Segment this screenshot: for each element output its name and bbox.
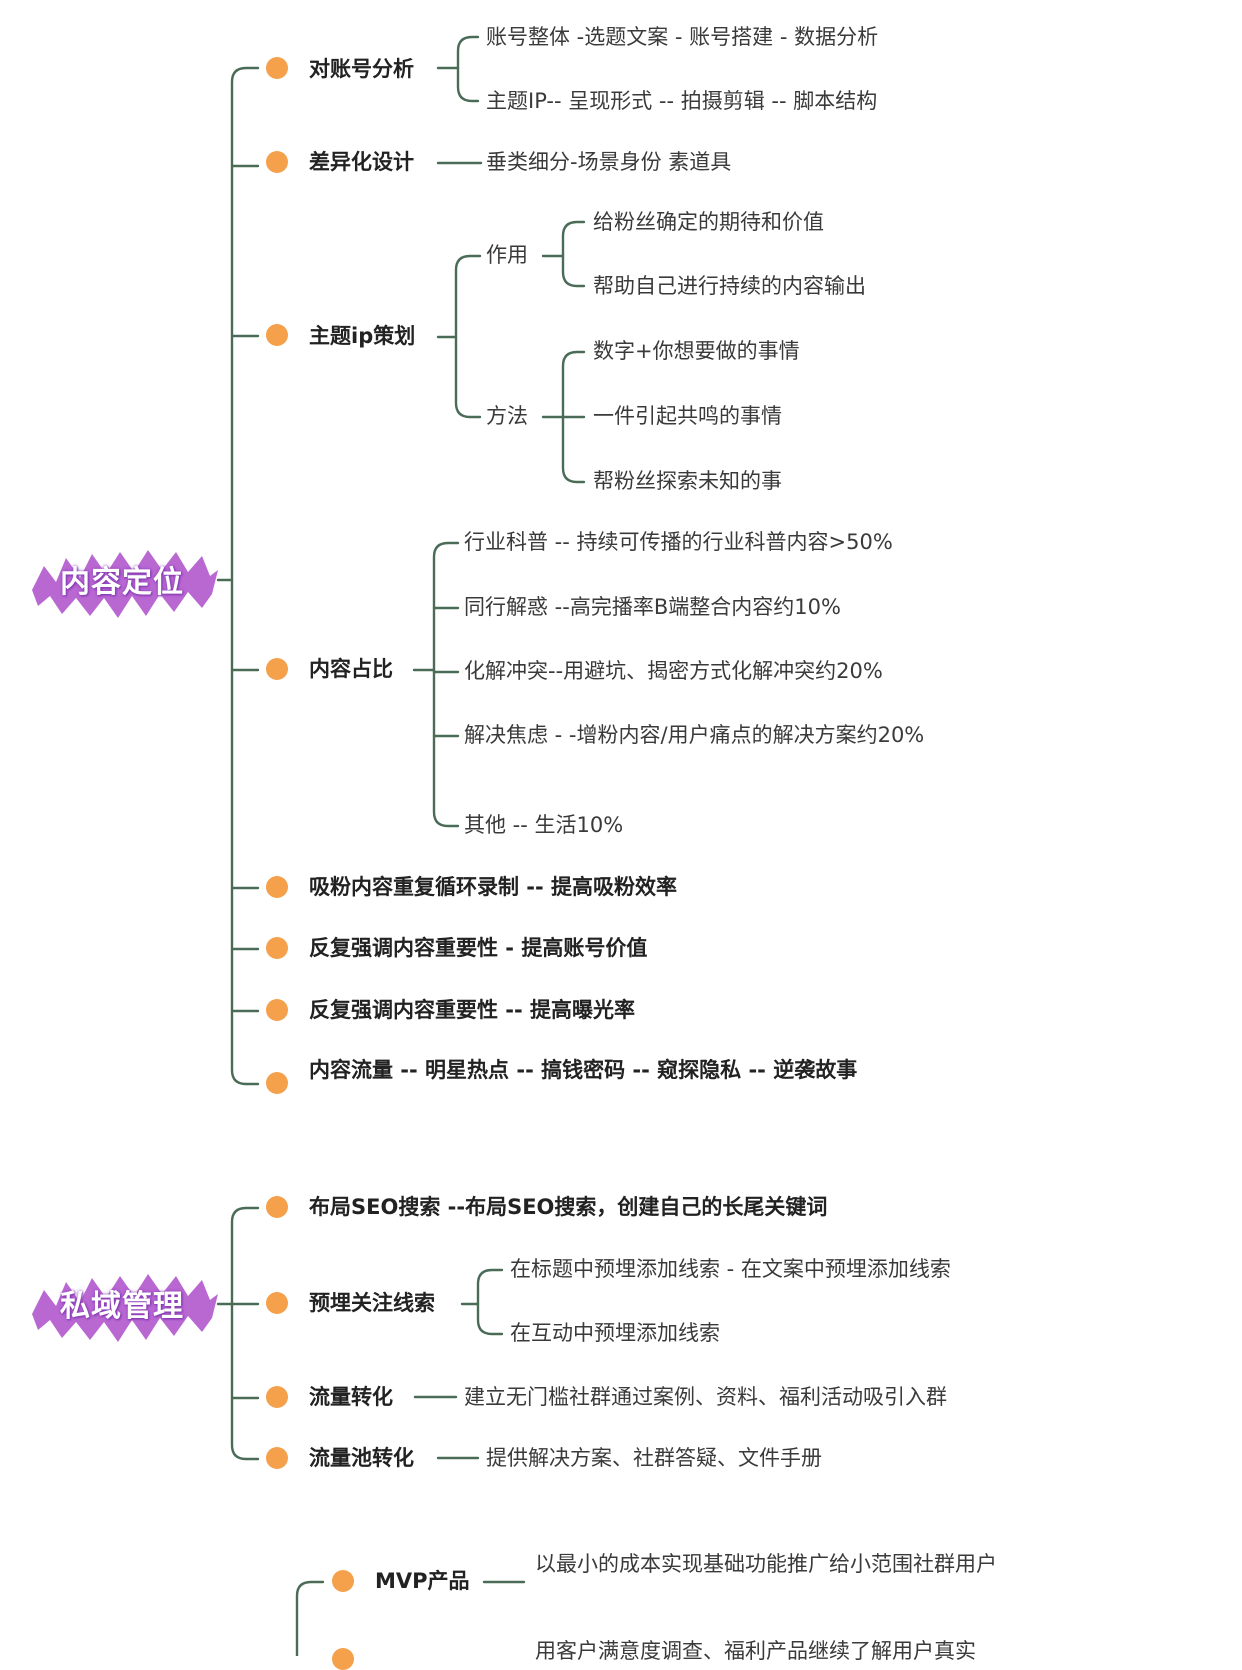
branch-pool-conversion: 流量池转化 [309,1446,414,1470]
branch-dot [266,999,288,1021]
branch-dot [266,1196,288,1218]
leaf-node: 主题IP-- 呈现形式 -- 拍摄剪辑 -- 脚本结构 [486,89,878,113]
branch-exposure: 反复强调内容重要性 -- 提高曝光率 [309,998,636,1022]
branch-mvp-product: MVP产品 [375,1569,470,1593]
leaf-node: 在互动中预埋添加线索 [510,1321,720,1345]
branch-dot [266,151,288,173]
section-title-text: 私域管理 [60,1289,184,1324]
branch-content-traffic: 内容流量 -- 明星热点 -- 搞钱密码 -- 窥探隐私 -- 逆袭故事 [309,1058,858,1082]
sub-branch-purpose: 作用 [486,243,528,267]
branch-dot [266,1072,288,1094]
branch-ip-planning: 主题ip策划 [309,324,416,348]
branch-traffic-conversion: 流量转化 [309,1385,393,1409]
leaf-node: 同行解惑 --高完播率B端整合内容约10% [464,595,841,619]
leaf-node: 在标题中预埋添加线索 - 在文案中预埋添加线索 [510,1257,951,1281]
leaf-node: 账号整体 -选题文案 - 账号搭建 - 数据分析 [486,25,879,49]
leaf-node: 化解冲突--用避坑、揭密方式化解冲突约20% [464,659,883,683]
leaf-node: 解决焦虑 - -增粉内容/用户痛点的解决方案约20% [464,723,925,747]
leaf-node: 一件引起共鸣的事情 [593,404,782,428]
leaf-node: 帮助自己进行持续的内容输出 [593,274,866,298]
branch-dot [332,1570,354,1592]
leaf-node: 提供解决方案、社群答疑、文件手册 [486,1446,822,1470]
section-title-private-domain: 私域管理 [22,1260,222,1346]
branch-dot [266,324,288,346]
leaf-node: 数字+你想要做的事情 [593,339,800,363]
leaf-node: 以最小的成本实现基础功能推广给小范围社群用户 [535,1552,997,1576]
branch-differentiation: 差异化设计 [309,150,414,174]
leaf-node: 建立无门槛社群通过案例、资料、福利活动吸引入群 [464,1385,947,1409]
section-title-content-positioning: 内容定位 [22,536,222,622]
branch-content-ratio: 内容占比 [309,657,393,681]
branch-dot [266,57,288,79]
section-title-text: 内容定位 [60,565,184,600]
leaf-node: 帮粉丝探索未知的事 [593,469,782,493]
branch-dot [266,1447,288,1469]
leaf-node: 行业科普 -- 持续可传播的行业科普内容>50% [464,530,893,554]
leaf-node: 垂类细分-场景身份 素道具 [486,150,732,174]
branch-dot [266,937,288,959]
sub-branch-method: 方法 [486,404,528,428]
branch-fan-content: 吸粉内容重复循环录制 -- 提高吸粉效率 [309,875,678,899]
branch-account-value: 反复强调内容重要性 - 提高账号价值 [309,936,648,960]
leaf-node: 给粉丝确定的期待和价值 [593,210,824,234]
branch-dot [266,1292,288,1314]
branch-dot [332,1648,354,1670]
branch-dot [266,658,288,680]
leaf-node: 其他 -- 生活10% [464,813,624,837]
leaf-node: 用客户满意度调查、福利产品继续了解用户真实 [535,1639,976,1663]
branch-account-analysis: 对账号分析 [309,57,414,81]
branch-dot [266,876,288,898]
branch-dot [266,1386,288,1408]
branch-preset-clues: 预埋关注线索 [309,1291,435,1315]
branch-seo: 布局SEO搜索 --布局SEO搜索，创建自己的长尾关键词 [309,1195,828,1219]
